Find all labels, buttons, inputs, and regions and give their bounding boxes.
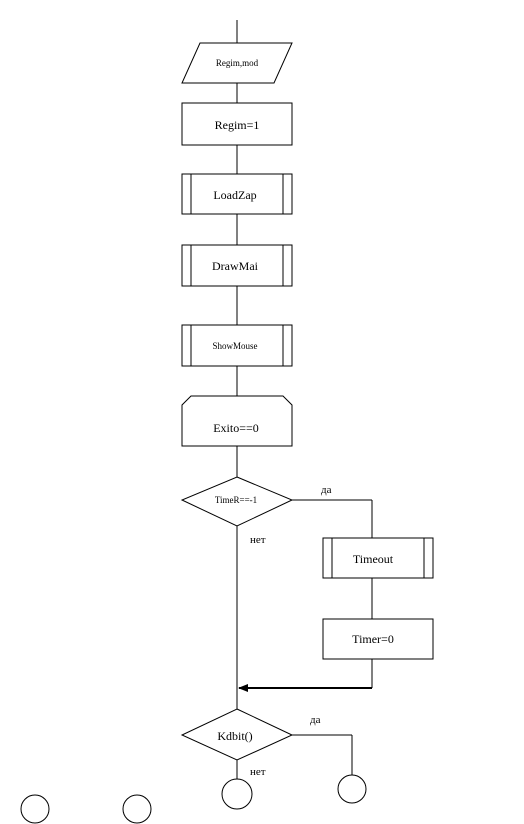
drawmai-label: DrawMai [212,259,259,273]
loop-start-shape [181,395,293,447]
timer-decision-label: TimeR==-1 [215,495,257,505]
timer-yes-label: да [321,484,332,496]
input-label: Regim,mod [216,58,259,68]
connector-circle-yes [337,774,367,804]
input-parallelogram [181,42,293,84]
timer-reset-box [322,618,434,660]
loadzap-label: LoadZap [213,188,256,202]
kbhit-yes-label: да [310,714,321,726]
timer-no-label: нет [250,534,266,546]
timeout-label: Timeout [353,552,394,566]
kbhit-decision-label: Kdbit() [217,729,252,743]
loadzap-box [181,173,293,215]
regim-assign-label: Regim=1 [215,118,260,132]
showmouse-label: ShowMouse [212,341,257,351]
timer-reset-label: Timer=0 [352,632,394,646]
timer-decision-diamond [180,476,294,527]
connector-circle-no [221,778,253,810]
drawmai-box [181,244,293,287]
connector-circle-2 [122,794,152,824]
kbhit-no-label: нет [250,766,266,778]
regim-assign-box [181,102,293,146]
timeout-box [322,537,434,579]
showmouse-box [181,324,293,367]
connector-circle-1 [20,794,50,824]
kbhit-decision-diamond [180,708,294,761]
loop-start-label: Exito==0 [213,421,259,435]
